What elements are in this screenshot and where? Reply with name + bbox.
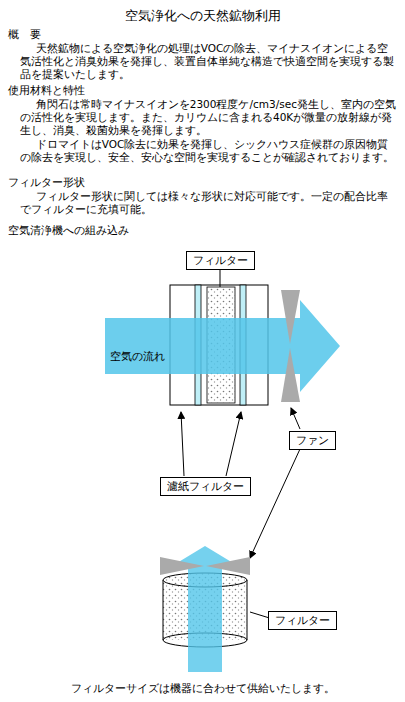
paragraph: フィルター形状に関しては様々な形状に対応可能です。一定の配合比率でフィルターに充… [20, 190, 396, 216]
box-label: フィルター [275, 614, 330, 627]
paragraph: 天然鉱物による空気浄化の処理はVOCの除去、マイナスイオンによる空気活性化と消臭… [20, 42, 396, 81]
section-heading: 概 要 [8, 28, 41, 41]
paragraph: ドロマイトはVOC除去に効果を発揮し、シックハウス症候群の原因物質の除去を実現し… [20, 138, 396, 164]
box-label: フィルター [193, 254, 248, 267]
title: 空気浄化への天然鉱物利用 [0, 8, 405, 24]
flow-label: 空気の流れ [110, 350, 165, 363]
section-heading: 使用材料と特性 [8, 84, 85, 97]
box-label: ファン [296, 434, 329, 447]
caption: フィルターサイズは機器に合わせて供給いたします。 [0, 682, 405, 695]
box-label: 濾紙フィルター [167, 480, 244, 493]
label-box: フィルター [268, 611, 337, 630]
section-heading: 空気清浄機への組み込み [8, 224, 129, 237]
label-box: 濾紙フィルター [160, 477, 251, 496]
label-box: ファン [289, 431, 336, 450]
paragraph: 角閃石は常時マイナスイオンを2300程度ケ/cm3/sec発生し、室内の空気の活… [20, 98, 396, 137]
label-box: フィルター [186, 251, 255, 270]
section-heading: フィルター形状 [8, 176, 85, 189]
